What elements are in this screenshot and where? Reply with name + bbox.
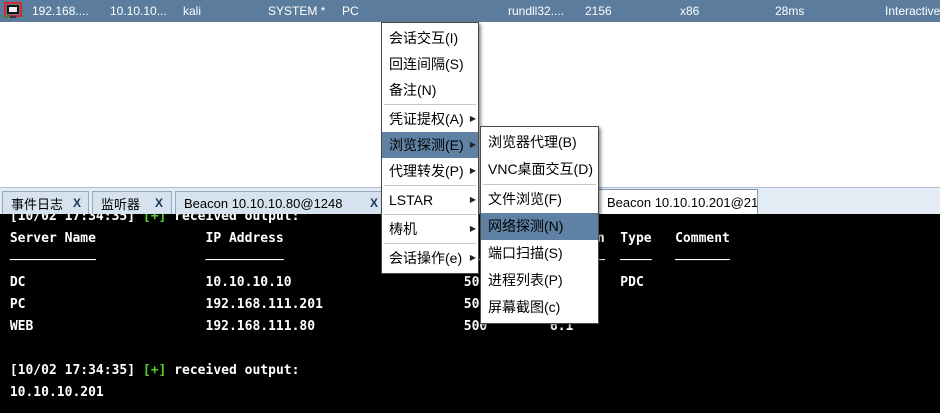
- status-plus-icon: [+]: [142, 363, 167, 378]
- menu-item-note[interactable]: 备注(N): [382, 77, 478, 103]
- menu-item-label: 会话交互(I): [389, 30, 459, 46]
- menu-item-label: 浏览探测(E): [389, 137, 464, 153]
- menu-separator: [384, 214, 476, 215]
- session-row[interactable]: 192.168.... 10.10.10... kali SYSTEM * PC rund…: [0, 0, 940, 22]
- beacon-context-menu: 会话交互(I)回连间隔(S)备注(N)凭证提权(A)▶浏览探测(E)▶代理转发(…: [381, 22, 479, 274]
- menu-separator: [384, 185, 476, 186]
- tab-label: Beacon 10.10.10.201@2156: [607, 194, 758, 210]
- submenu-item-desktop-vnc[interactable]: VNC桌面交互(D): [481, 156, 598, 183]
- menu-item-credential-elevate[interactable]: 凭证提权(A) ▶: [382, 106, 478, 132]
- submenu-arrow-icon: ▶: [469, 195, 476, 204]
- submenu-arrow-icon: ▶: [469, 140, 476, 149]
- tab-label: Beacon 10.10.10.80@1248: [184, 195, 343, 211]
- menu-item-lstar[interactable]: LSTAR ▶: [382, 187, 478, 213]
- tab-beacon-10-10-10-80[interactable]: Beacon 10.10.10.80@1248 X: [175, 191, 387, 214]
- submenu-arrow-icon: ▶: [469, 114, 476, 123]
- menu-item-label: LSTAR: [389, 192, 434, 208]
- submenu-arrow-icon: ▶: [469, 166, 476, 175]
- tab-close-icon[interactable]: X: [154, 196, 163, 210]
- tab-listeners[interactable]: 监听器 X: [92, 191, 172, 214]
- session-cell-computer: PC: [342, 4, 359, 18]
- menu-separator: [384, 104, 476, 105]
- host-session-icon: [3, 2, 23, 23]
- menu-item-label: 备注(N): [389, 82, 437, 98]
- session-cell-user: SYSTEM *: [268, 4, 326, 18]
- session-cell-listener: kali: [183, 4, 202, 18]
- menu-item-label: 文件浏览(F): [488, 191, 562, 207]
- submenu-item-net-view[interactable]: 网络探测(N): [481, 213, 598, 240]
- menu-item-session-interact[interactable]: 会话交互(I): [382, 25, 478, 51]
- menu-item-label: 浏览器代理(B): [488, 134, 577, 150]
- submenu-item-process-list[interactable]: 进程列表(P): [481, 267, 598, 294]
- tab-close-icon[interactable]: X: [73, 196, 82, 210]
- menu-item-taoji[interactable]: 梼机 ▶: [382, 216, 478, 242]
- session-cell-session-type: Interactive: [885, 4, 940, 18]
- menu-item-label: 网络探测(N): [488, 218, 564, 234]
- menu-item-label: 回连间隔(S): [389, 56, 464, 72]
- tab-beacon-10-10-10-201[interactable]: Beacon 10.10.10.201@2156X: [598, 189, 758, 214]
- submenu-item-port-scan[interactable]: 端口扫描(S): [481, 240, 598, 267]
- menu-item-label: VNC桌面交互(D): [488, 161, 593, 177]
- session-cell-pid: 2156: [585, 4, 612, 18]
- session-cell-last: 28ms: [775, 4, 805, 18]
- explore-submenu: 浏览器代理(B) VNC桌面交互(D) 文件浏览(F) 网络探测(N) 端口扫描(S) 进…: [480, 126, 599, 324]
- submenu-arrow-icon: ▶: [469, 253, 476, 262]
- menu-separator: [384, 243, 476, 244]
- submenu-item-screenshot[interactable]: 屏幕截图(c): [481, 294, 598, 321]
- menu-item-proxy-pivot[interactable]: 代理转发(P) ▶: [382, 158, 478, 184]
- menu-item-label: 凭证提权(A): [389, 111, 464, 127]
- submenu-arrow-icon: ▶: [469, 224, 476, 233]
- menu-item-session-ops[interactable]: 会话操作(e) ▶: [382, 245, 478, 271]
- tab-event-log[interactable]: 事件日志 X: [2, 191, 89, 214]
- tab-close-icon[interactable]: X: [369, 196, 378, 210]
- menu-item-label: 屏幕截图(c): [488, 299, 561, 315]
- status-plus-icon: [+]: [142, 214, 167, 224]
- menu-item-label: 会话操作(e): [389, 250, 463, 266]
- menu-item-label: 代理转发(P): [389, 163, 464, 179]
- menu-item-explore[interactable]: 浏览探测(E) ▶: [382, 132, 478, 158]
- menu-item-sleep-interval[interactable]: 回连间隔(S): [382, 51, 478, 77]
- menu-item-label: 进程列表(P): [488, 272, 563, 288]
- menu-separator: [483, 184, 596, 185]
- session-cell-process: rundll32....: [508, 4, 565, 18]
- tab-label: 监听器: [101, 196, 141, 212]
- session-cell-arch: x86: [680, 4, 700, 18]
- menu-item-label: 梼机: [389, 221, 417, 237]
- session-cell-internal-ip: 10.10.10...: [110, 4, 167, 18]
- submenu-item-file-browser[interactable]: 文件浏览(F): [481, 186, 598, 213]
- session-cell-external-ip: 192.168....: [32, 4, 89, 18]
- submenu-item-browser-pivot[interactable]: 浏览器代理(B): [481, 129, 598, 156]
- tab-label: 事件日志: [11, 196, 64, 212]
- menu-item-label: 端口扫描(S): [488, 245, 563, 261]
